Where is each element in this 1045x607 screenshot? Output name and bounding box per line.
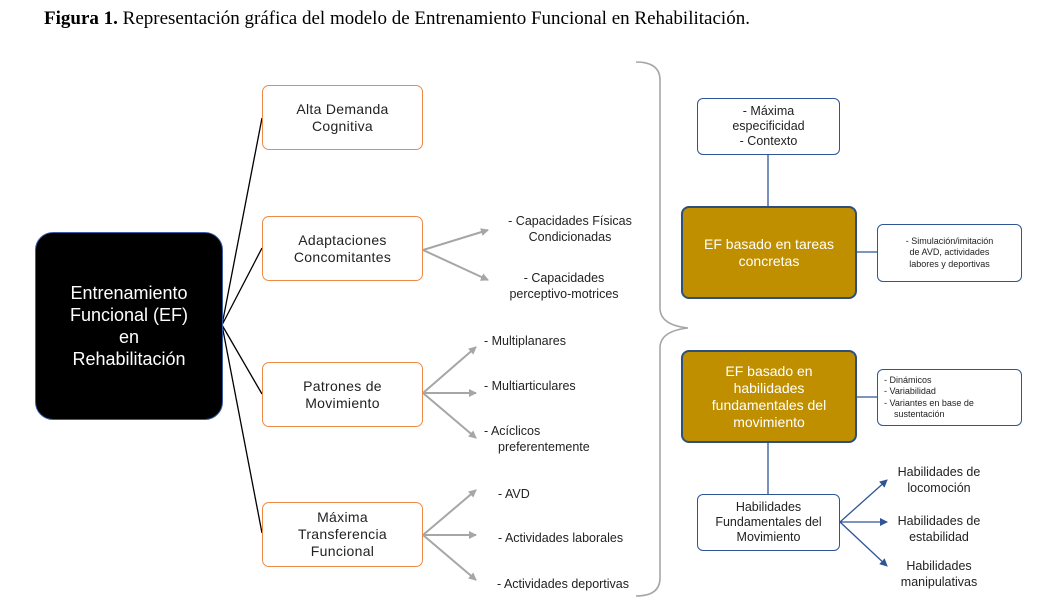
especificidad-line-3: - Contexto bbox=[739, 134, 798, 148]
label-habilidades-manipulativas: Habilidades manipulativas bbox=[880, 558, 998, 590]
center-box-line-3: en bbox=[118, 327, 140, 347]
capacidades-perceptivo-line-1: - Capacidades bbox=[523, 271, 605, 285]
arrow-to-fisicas bbox=[422, 228, 489, 251]
especificidad-line-1: - Máxima bbox=[742, 104, 795, 118]
tareas-line-2: concretas bbox=[738, 252, 800, 269]
alta-demanda-line-2: Cognitiva bbox=[311, 117, 374, 134]
grey-arrows bbox=[422, 228, 489, 581]
multiarticulares-text: - Multiarticulares bbox=[484, 379, 576, 393]
figure-caption: Figura 1. Representación gráfica del mod… bbox=[44, 8, 750, 30]
connector-adaptaciones bbox=[221, 247, 263, 326]
tareas-line-1: EF basado en tareas bbox=[704, 235, 834, 252]
arrow-to-multiplanares bbox=[422, 346, 477, 394]
arrow-to-deportivas bbox=[422, 534, 477, 581]
curly-brace bbox=[635, 61, 689, 597]
box-maxima-transferencia-funcional: Máxima Transferencia Funcional bbox=[262, 502, 423, 567]
arrow-to-manipulativas bbox=[839, 521, 888, 567]
label-capacidades-fisicas: - Capacidades Físicas Condicionadas bbox=[496, 213, 644, 245]
box-alta-demanda-cognitiva: Alta Demanda Cognitiva bbox=[262, 85, 423, 150]
simulacion-line-1: - Simulación/imitación bbox=[905, 235, 994, 246]
capacidades-fisicas-line-1: - Capacidades Físicas bbox=[508, 214, 632, 228]
label-capacidades-perceptivo: - Capacidades perceptivo-motrices bbox=[490, 270, 638, 302]
center-box-line-4: Rehabilitación bbox=[72, 349, 186, 369]
multiplanares-text: - Multiplanares bbox=[484, 334, 566, 348]
dinamicos-line-4: sustentación bbox=[884, 409, 945, 419]
box-patrones-movimiento: Patrones de Movimiento bbox=[262, 362, 423, 427]
label-actividades-laborales: - Actividades laborales bbox=[498, 530, 623, 546]
habilidades-box-line-4: movimiento bbox=[733, 413, 805, 430]
estabilidad-line-2: estabilidad bbox=[909, 530, 969, 544]
box-maxima-especificidad: - Máxima especificidad - Contexto bbox=[697, 98, 840, 155]
adaptaciones-line-2: Concomitantes bbox=[293, 248, 392, 265]
label-actividades-deportivas: - Actividades deportivas bbox=[497, 576, 629, 592]
deportivas-text: - Actividades deportivas bbox=[497, 577, 630, 591]
manipulativas-line-2: manipulativas bbox=[900, 575, 978, 589]
transferencia-line-1: Máxima bbox=[317, 509, 368, 525]
habilidades-box-line-1: EF basado en bbox=[725, 362, 813, 379]
figure-title: Representación gráfica del modelo de Ent… bbox=[117, 8, 750, 29]
alta-demanda-line-1: Alta Demanda bbox=[296, 100, 389, 117]
patrones-line-1: Patrones de bbox=[303, 377, 382, 394]
arrow-to-avd bbox=[422, 489, 477, 536]
avd-text: - AVD bbox=[498, 487, 530, 501]
connector-alta-demanda bbox=[221, 117, 263, 326]
connector-patrones bbox=[221, 324, 263, 395]
laborales-text: - Actividades laborales bbox=[498, 531, 624, 545]
habilidades-box-line-2: habilidades bbox=[733, 379, 805, 396]
locomocion-line-2: locomoción bbox=[907, 481, 971, 495]
transferencia-line-3: Funcional bbox=[310, 543, 375, 559]
patrones-line-2: Movimiento bbox=[305, 394, 380, 411]
box-ef-habilidades-fundamentales: EF basado en habilidades fundamentales d… bbox=[681, 350, 857, 443]
label-multiarticulares: - Multiarticulares bbox=[484, 378, 576, 394]
fundamentales-line-2: Fundamentales del bbox=[715, 515, 822, 529]
aciclicos-line-2: preferentemente bbox=[498, 440, 590, 454]
box-habilidades-fundamentales-movimiento: Habilidades Fundamentales del Movimiento bbox=[697, 494, 840, 551]
label-habilidades-estabilidad: Habilidades de estabilidad bbox=[880, 513, 998, 545]
manipulativas-line-1: Habilidades bbox=[906, 559, 972, 573]
label-aciclicos: - Acíclicos preferentemente bbox=[484, 423, 590, 455]
center-box-line-2: Funcional (EF) bbox=[69, 305, 189, 325]
dinamicos-line-1: - Dinámicos bbox=[884, 374, 932, 385]
box-dinamicos-variabilidad: - Dinámicos - Variabilidad - Variantes e… bbox=[877, 369, 1022, 426]
center-connectors bbox=[221, 117, 263, 534]
habilidades-box-line-3: fundamentales del bbox=[711, 396, 827, 413]
adaptaciones-line-1: Adaptaciones bbox=[298, 231, 387, 248]
especificidad-line-2: especificidad bbox=[732, 119, 805, 133]
blue-connectors bbox=[767, 155, 888, 567]
fundamentales-line-1: Habilidades bbox=[735, 500, 802, 514]
arrow-to-perceptivo bbox=[422, 249, 489, 281]
figure-number: Figura 1. bbox=[44, 8, 118, 29]
dinamicos-line-3: - Variantes en base de bbox=[884, 397, 974, 408]
estabilidad-line-1: Habilidades de bbox=[897, 514, 981, 528]
center-box-ef-rehabilitacion: Entrenamiento Funcional (EF) en Rehabili… bbox=[35, 232, 223, 420]
simulacion-line-2: de AVD, actividades bbox=[909, 247, 990, 258]
arrow-to-locomocion bbox=[839, 479, 888, 523]
fundamentales-line-3: Movimiento bbox=[736, 530, 801, 544]
dinamicos-line-2: - Variabilidad bbox=[884, 386, 936, 396]
simulacion-line-3: labores y deportivas bbox=[909, 258, 990, 269]
arrow-to-aciclicos bbox=[422, 392, 477, 439]
box-simulacion-imitacion: - Simulación/imitación de AVD, actividad… bbox=[877, 224, 1022, 282]
label-habilidades-locomocion: Habilidades de locomoción bbox=[880, 464, 998, 496]
capacidades-perceptivo-line-2: perceptivo-motrices bbox=[509, 287, 619, 301]
capacidades-fisicas-line-2: Condicionadas bbox=[528, 230, 612, 244]
locomocion-line-1: Habilidades de bbox=[897, 465, 981, 479]
box-adaptaciones-concomitantes: Adaptaciones Concomitantes bbox=[262, 216, 423, 281]
label-avd: - AVD bbox=[498, 486, 530, 502]
label-multiplanares: - Multiplanares bbox=[484, 333, 566, 349]
center-box-line-1: Entrenamiento bbox=[70, 283, 188, 303]
box-ef-tareas-concretas: EF basado en tareas concretas bbox=[681, 206, 857, 299]
connector-transferencia bbox=[221, 324, 263, 534]
transferencia-line-2: Transferencia bbox=[298, 526, 387, 542]
aciclicos-line-1: - Acíclicos bbox=[484, 424, 541, 438]
